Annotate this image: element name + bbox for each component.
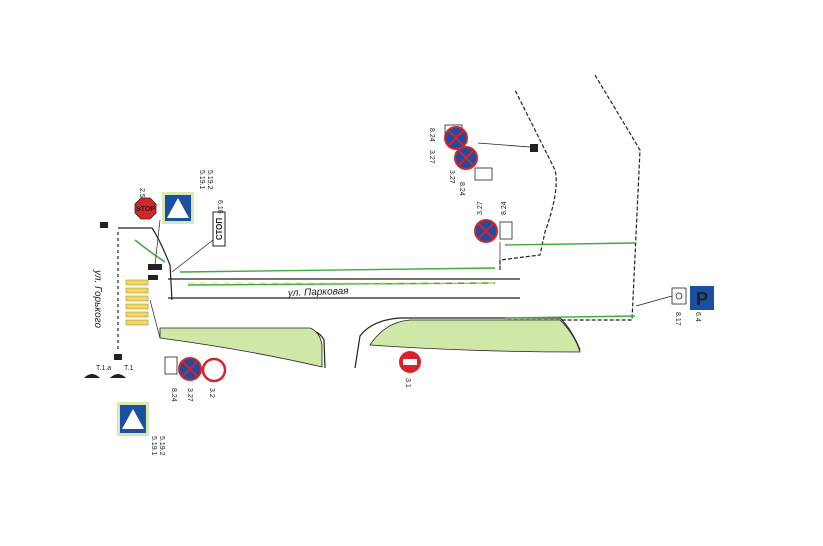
stop-plate-text: СТОП	[215, 218, 224, 240]
no-stopping-top-b-plate: 8.24	[458, 182, 465, 196]
stop-sign: STOP 2.5	[134, 188, 157, 220]
no-stopping-top-a-plate: 8.24	[428, 128, 435, 142]
right-island	[369, 319, 581, 353]
parking-code: 6.4	[694, 312, 701, 322]
crossing-sign-bottom: 5.19.1 5.19.2	[117, 402, 165, 456]
crossing-bottom-code2: 5.19.2	[158, 436, 165, 456]
stop-sign-text: STOP	[136, 206, 155, 213]
stop-plate: СТОП 6.16	[212, 200, 226, 247]
no-stopping-mid-plate: 8.24	[501, 201, 508, 215]
no-stopping-top-a: 8.24 3.27	[428, 124, 468, 164]
street-name-side: ул. Горького	[92, 269, 103, 328]
light-code-a: T.1.a	[96, 365, 111, 372]
parking-sign: P 6.4 8.17	[635, 286, 714, 326]
crossing-top-code1: 5.19.1	[198, 170, 205, 190]
traffic-islands	[134, 239, 581, 368]
stop-sign-code: 2.5	[138, 188, 145, 198]
no-stopping-top-b: 3.27 8.24	[448, 142, 538, 196]
no-stopping-top-a-code: 3.27	[428, 150, 435, 164]
crossing-bottom-code1: 5.19.1	[150, 436, 157, 456]
no-traffic-code: 3.2	[208, 388, 215, 398]
no-stopping-bottom: 3.27 8.24	[164, 356, 202, 402]
light-code-b: T.1	[124, 365, 133, 372]
traffic-light-top	[100, 222, 162, 280]
no-stopping-mid-code: 3.27	[477, 201, 484, 215]
traffic-light-bottom: T.1.a T.1	[84, 354, 133, 378]
crossing-top-code2: 5.19.2	[206, 170, 213, 190]
lane-lines	[179, 242, 636, 319]
no-stopping-bottom-plate: 8.24	[170, 388, 177, 402]
parking-letter: P	[696, 289, 708, 309]
no-entry-sign: 3.1	[399, 351, 421, 388]
pointer-lines	[149, 219, 501, 339]
no-stopping-mid: 3.27 8.24	[474, 201, 513, 243]
stop-plate-code: 6.16	[216, 200, 223, 214]
street-name-main: ул. Парковая	[287, 286, 350, 299]
crosswalk	[125, 279, 149, 326]
crossing-sign-top: 5.19.1 5.19.2	[162, 170, 213, 224]
no-traffic-sign: 3.2	[201, 357, 227, 398]
no-entry-code: 3.1	[404, 378, 411, 388]
no-stopping-top-b-code: 3.27	[448, 170, 455, 184]
no-stopping-bottom-code: 3.27	[186, 388, 193, 402]
parking-plate-code: 8.17	[674, 312, 681, 326]
left-island	[159, 327, 323, 368]
